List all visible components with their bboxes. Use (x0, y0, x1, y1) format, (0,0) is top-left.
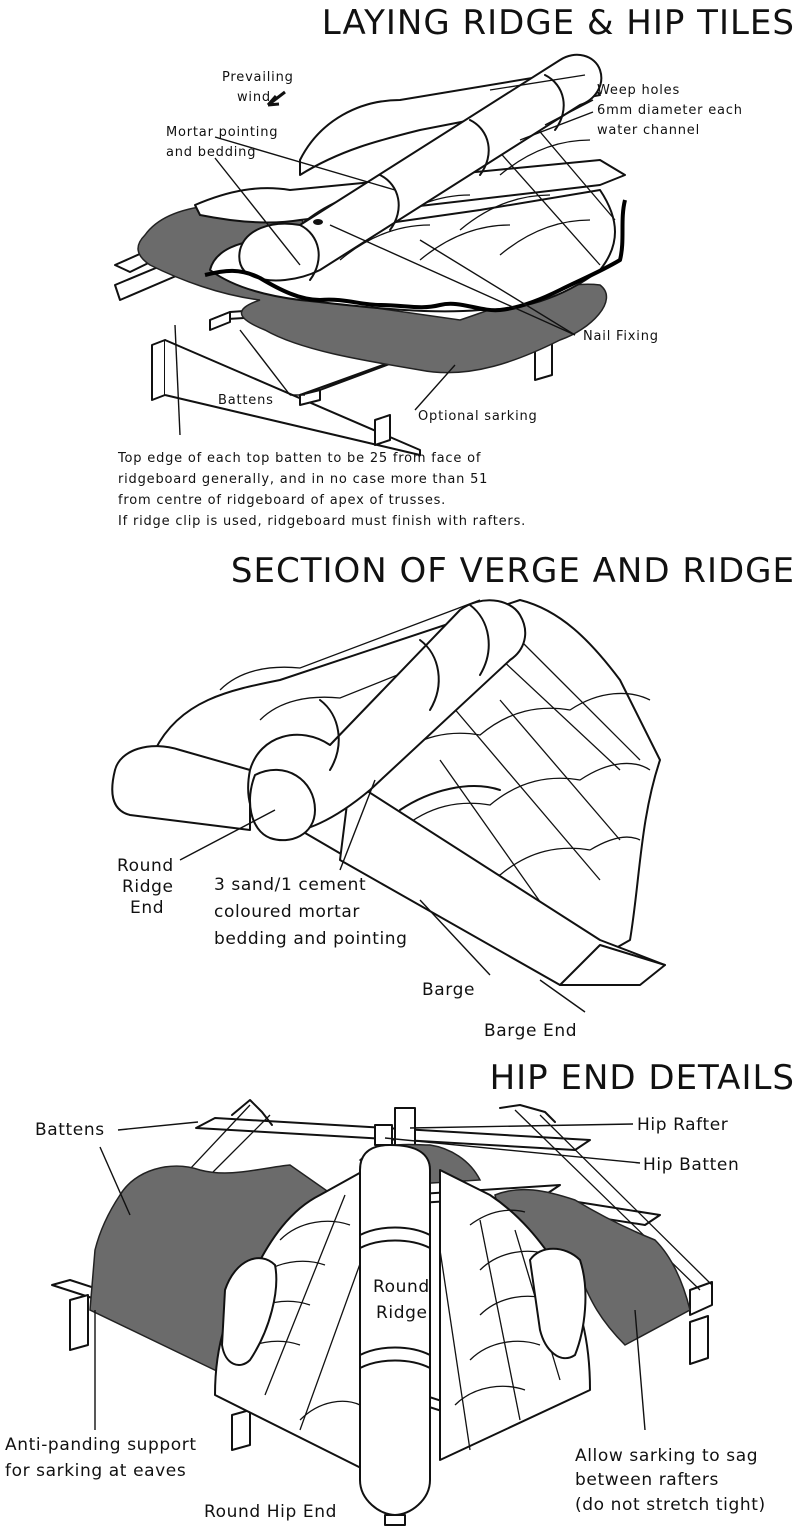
label-do-not-stretch: (do not stretch tight) (575, 1495, 766, 1515)
label-hip-rafter: Hip Rafter (637, 1115, 728, 1135)
laying-note-line-1: Top edge of each top batten to be 25 fro… (117, 451, 481, 466)
label-bedding-pointing: bedding and pointing (214, 929, 408, 949)
label-round-ridge-end-3: End (130, 898, 164, 918)
label-hip-batten: Hip Batten (643, 1155, 739, 1175)
hip-sarking-left (89, 1164, 342, 1377)
label-sarking-eaves: for sarking at eaves (5, 1461, 186, 1481)
laying-note-line-2: ridgeboard generally, and in no case mor… (118, 472, 488, 487)
label-between-rafters: between rafters (575, 1470, 719, 1490)
label-round-ridge-2: Ridge (376, 1303, 428, 1323)
label-weep-diameter: 6mm diameter each (597, 103, 743, 118)
prevailing-wind-arrow (266, 90, 286, 107)
label-anti-panding: Anti-panding support (5, 1435, 197, 1455)
hip-end-title: HIP END DETAILS (490, 1058, 795, 1098)
label-and-bedding: and bedding (166, 145, 256, 160)
label-coloured-mortar: coloured mortar (214, 902, 360, 922)
laying-break-line (204, 199, 627, 313)
label-mortar-pointing: Mortar pointing (166, 125, 278, 140)
label-water-channel: water channel (597, 123, 700, 138)
label-allow-sag: Allow sarking to sag (575, 1446, 758, 1466)
label-round-ridge-end-1: Round (117, 856, 174, 876)
label-round-ridge-end-2: Ridge (122, 877, 174, 897)
label-prevailing: Prevailing (222, 70, 294, 85)
label-barge: Barge (422, 980, 475, 1000)
laying-ridge-section: LAYING RIDGE & HIP TILES (114, 3, 795, 529)
laying-note-line-3: from centre of ridgeboard of apex of tru… (118, 493, 446, 508)
label-nail-fixing: Nail Fixing (583, 329, 659, 344)
hip-end-section: HIP END DETAILS (5, 1058, 795, 1526)
label-hip-battens: Battens (35, 1120, 105, 1140)
hip-round-ridge (359, 1144, 431, 1526)
label-optional-sarking: Optional sarking (418, 409, 538, 424)
label-sand-cement: 3 sand/1 cement (214, 875, 366, 895)
verge-round-ridge (111, 599, 527, 842)
verge-ridge-title: SECTION OF VERGE AND RIDGE (231, 551, 795, 591)
label-round-ridge-1: Round (373, 1277, 430, 1297)
label-barge-end: Barge End (484, 1021, 577, 1041)
laying-ridge-title: LAYING RIDGE & HIP TILES (322, 3, 795, 43)
label-battens: Battens (218, 393, 274, 408)
nail-fixing-point (313, 219, 323, 225)
label-wind: wind (237, 90, 271, 105)
label-weep-holes: Weep holes (597, 83, 680, 98)
verge-tile-field (154, 599, 661, 981)
verge-ridge-section: SECTION OF VERGE AND RIDGE (111, 551, 795, 1041)
verge-barge (339, 779, 666, 986)
hip-tile-field (214, 1169, 591, 1471)
label-round-hip-end: Round Hip End (204, 1502, 337, 1522)
laying-note-line-4: If ridge clip is used, ridgeboard must f… (118, 514, 526, 529)
